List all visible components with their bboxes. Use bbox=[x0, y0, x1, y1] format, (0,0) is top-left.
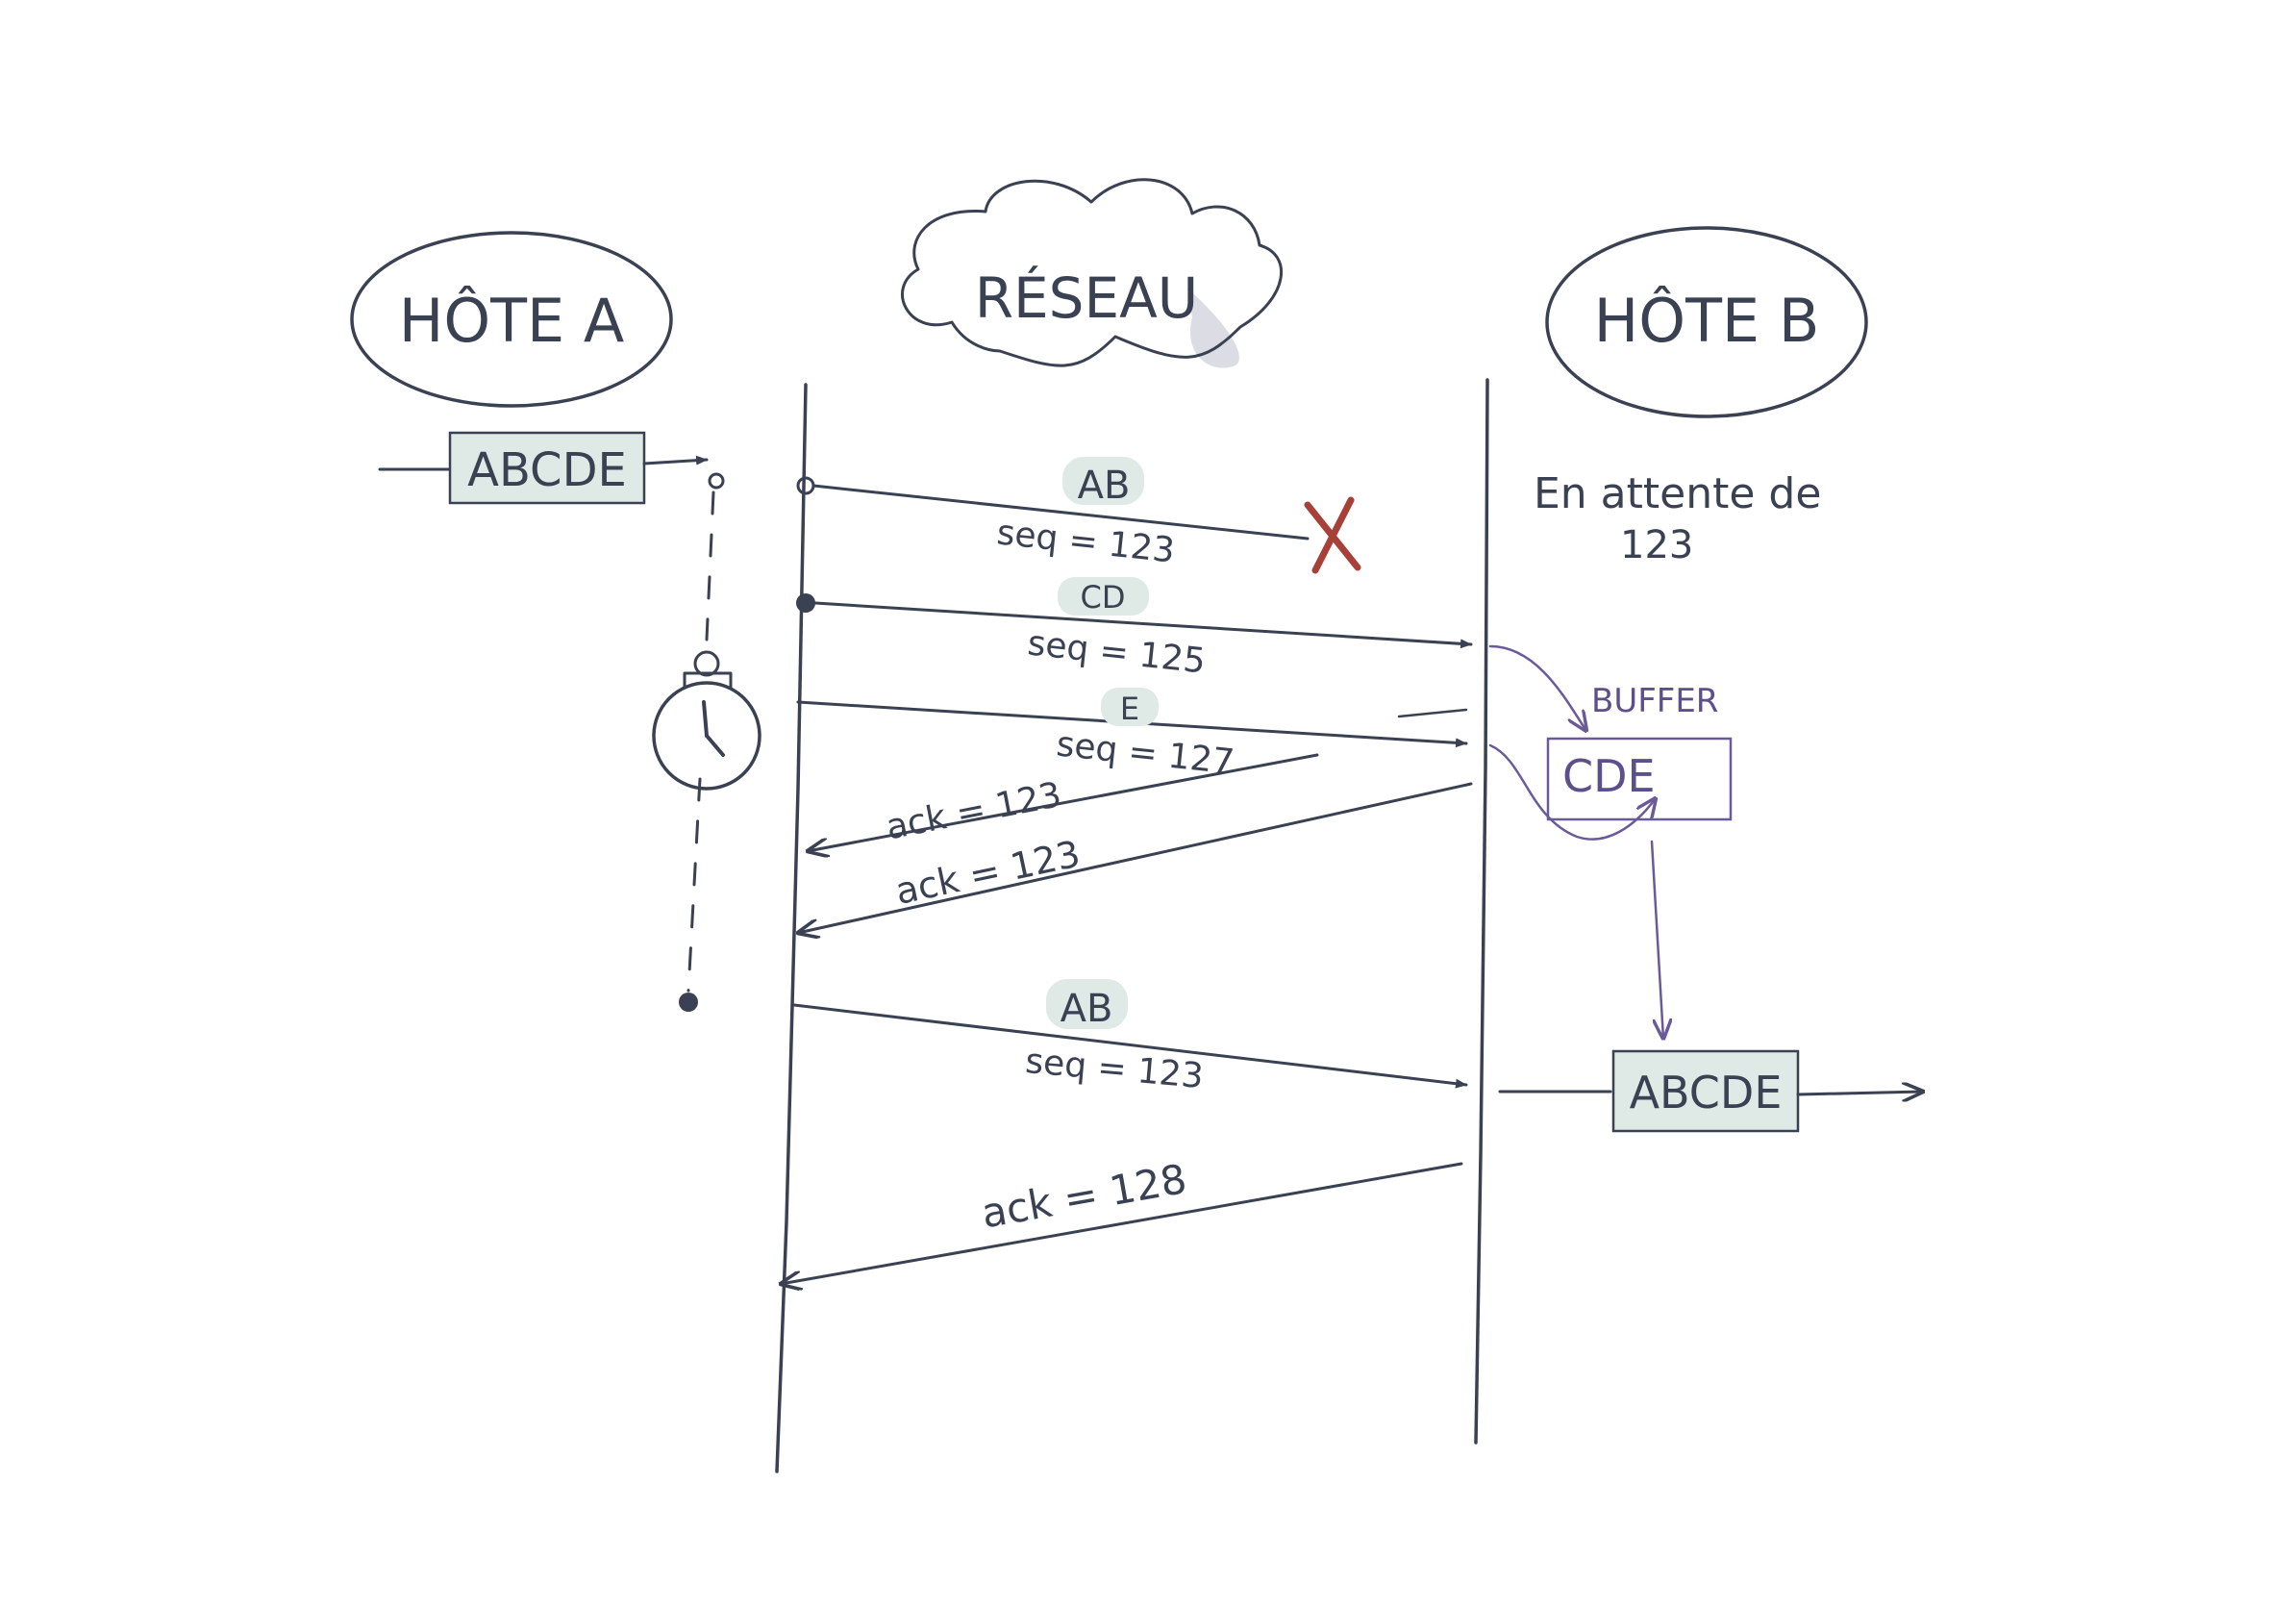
message-4-retransmit: AB seq = 123 bbox=[792, 979, 1468, 1096]
buffer-in-arrow-bottom bbox=[1488, 743, 1656, 841]
ack2-label: ack = 123 bbox=[891, 833, 1084, 914]
waiting-note-line-2: 123 bbox=[1620, 523, 1693, 567]
buffer-label: BUFFER bbox=[1591, 682, 1718, 720]
waiting-note: En attente de 123 bbox=[1534, 469, 1821, 567]
host-b-label: HÔTE B bbox=[1594, 286, 1820, 356]
network-label: RÉSEAU bbox=[975, 264, 1199, 331]
output-data-box bbox=[1611, 1049, 1800, 1133]
ack3-label: ack = 128 bbox=[978, 1155, 1189, 1238]
msg4-payload: AB bbox=[1061, 987, 1113, 1031]
output-arrow bbox=[1796, 1092, 1923, 1094]
msg1-payload: AB bbox=[1078, 464, 1131, 508]
data-output: ABCDE bbox=[1498, 1049, 1923, 1133]
msg2-highlight bbox=[1058, 577, 1149, 616]
message-2: CD seq = 125 bbox=[796, 577, 1473, 682]
msg3-tick bbox=[1397, 708, 1468, 718]
cloud-shading bbox=[1187, 289, 1239, 368]
retransmission-timer bbox=[652, 472, 761, 1012]
receive-buffer: BUFFER CDE bbox=[1488, 644, 1733, 1039]
timer-dash-bottom bbox=[686, 777, 702, 993]
msg2-payload: CD bbox=[1081, 579, 1126, 616]
msg3-seq: seq = 127 bbox=[1055, 724, 1236, 782]
input-data-label: ABCDE bbox=[467, 443, 627, 497]
msg2-arrow bbox=[813, 601, 1473, 649]
output-data-label: ABCDE bbox=[1630, 1067, 1783, 1119]
msg4-arrow bbox=[792, 1003, 1468, 1089]
waiting-note-line-1: En attente de bbox=[1534, 469, 1821, 518]
ack-3: ack = 128 bbox=[781, 1155, 1463, 1284]
message-3: E seq = 127 bbox=[796, 688, 1468, 783]
msg3-highlight bbox=[1101, 688, 1159, 726]
msg1-start-dot bbox=[796, 476, 815, 495]
buffer-out-arrow bbox=[1650, 840, 1663, 1039]
host-a-node: HÔTE A bbox=[350, 231, 673, 408]
timer-dash-top bbox=[705, 490, 715, 641]
timer-end-dot bbox=[679, 993, 698, 1012]
host-b-node: HÔTE B bbox=[1545, 226, 1868, 418]
host-b-ellipse bbox=[1545, 226, 1868, 418]
input-data-box bbox=[448, 431, 646, 505]
data-input: ABCDE bbox=[378, 431, 709, 505]
msg3-payload: E bbox=[1120, 691, 1139, 727]
ack3-arrow bbox=[781, 1162, 1463, 1284]
timer-clock-icon bbox=[652, 650, 761, 791]
ack1-arrow bbox=[808, 753, 1319, 851]
msg4-highlight bbox=[1046, 979, 1128, 1029]
msg2-start-dot bbox=[796, 593, 815, 613]
message-1-lost: AB seq = 123 bbox=[796, 457, 1361, 574]
input-arrow bbox=[642, 455, 709, 465]
network-left-lifeline bbox=[775, 383, 808, 1473]
host-a-label: HÔTE A bbox=[399, 286, 625, 356]
ack1-label: ack = 123 bbox=[883, 775, 1064, 847]
buffer-content: CDE bbox=[1562, 750, 1656, 802]
msg2-seq: seq = 125 bbox=[1026, 623, 1208, 681]
host-a-ellipse bbox=[350, 231, 673, 408]
buffer-in-arrow-top bbox=[1488, 644, 1586, 731]
lost-packet-x-icon bbox=[1304, 496, 1361, 574]
ack2-arrow bbox=[798, 782, 1473, 933]
network-cloud bbox=[901, 178, 1284, 367]
timer-start-dot bbox=[708, 472, 725, 490]
msg1-highlight bbox=[1062, 457, 1144, 505]
network-right-lifeline bbox=[1474, 378, 1489, 1445]
network-node: RÉSEAU bbox=[901, 178, 1284, 368]
msg1-arrow bbox=[811, 484, 1310, 541]
